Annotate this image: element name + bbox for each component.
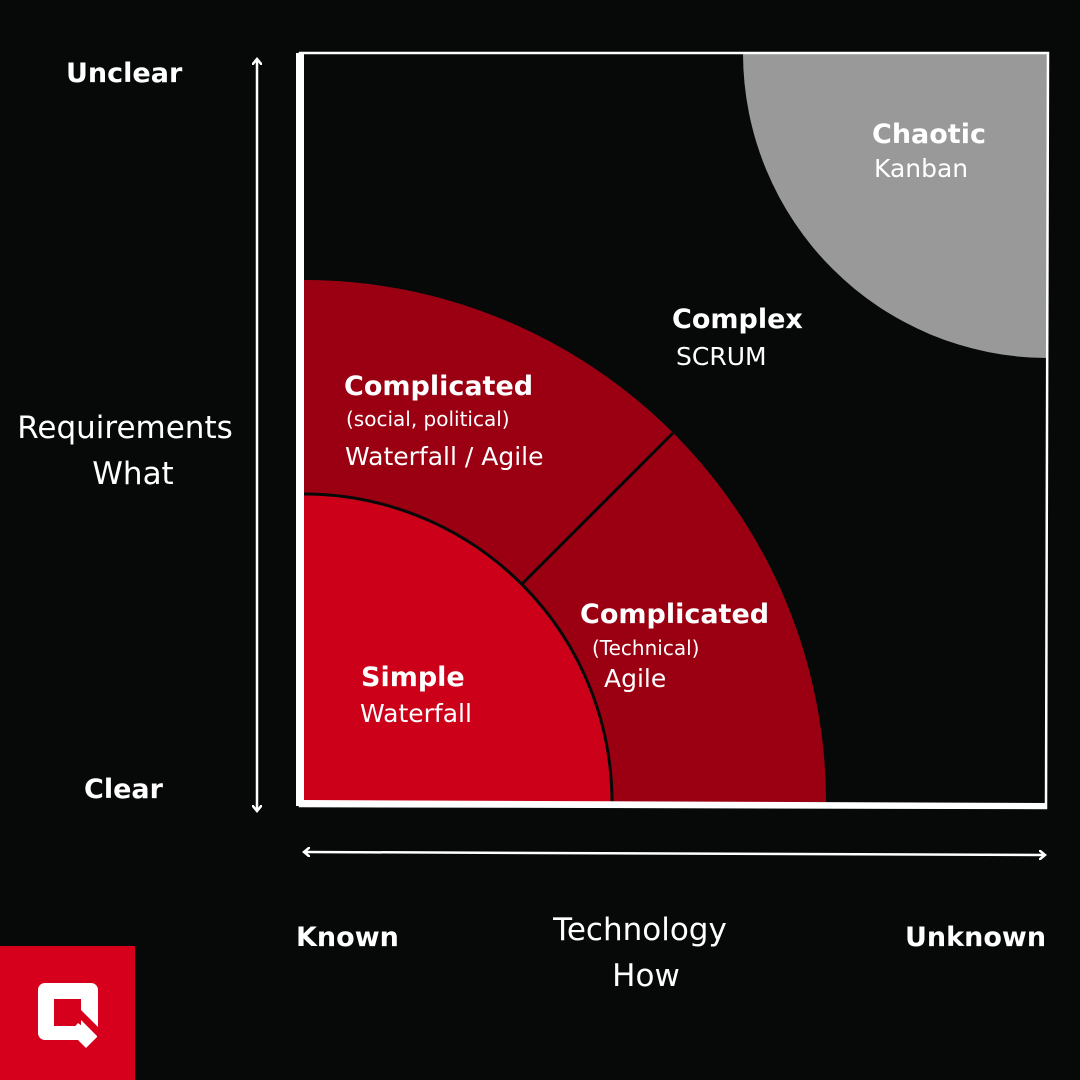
y-axis-title-line1: Requirements	[17, 410, 233, 446]
chaotic-title: Chaotic	[872, 119, 986, 150]
y-axis-top-label: Unclear	[66, 58, 183, 89]
x-axis-left-label: Known	[296, 922, 399, 953]
simple-title: Simple	[361, 662, 465, 693]
complicated-technical-note: (Technical)	[592, 636, 700, 660]
chaotic-method: Kanban	[874, 154, 969, 183]
complex-title: Complex	[672, 304, 803, 335]
frame-bottom-edge	[299, 800, 1047, 809]
x-axis-title-line1: Technology	[553, 912, 727, 948]
complicated-social-note: (social, political)	[346, 407, 510, 431]
x-axis-arrow	[305, 852, 1044, 855]
y-axis-title-line2: What	[92, 456, 174, 492]
brand-logo	[0, 946, 135, 1080]
complex-method: SCRUM	[676, 342, 767, 371]
complicated-technical-method: Agile	[604, 664, 667, 693]
complicated-divider	[520, 431, 675, 586]
y-axis-bottom-label: Clear	[84, 774, 163, 805]
x-axis-right-label: Unknown	[905, 922, 1047, 953]
x-axis-title-line2: How	[612, 958, 680, 994]
simple-zone-border	[303, 492, 614, 803]
complicated-social-method: Waterfall / Agile	[345, 442, 544, 471]
complicated-technical-title: Complicated	[580, 599, 770, 630]
chaotic-zone	[743, 54, 1047, 358]
q-logo-icon	[38, 983, 98, 1048]
simple-method: Waterfall	[360, 699, 472, 728]
simple-zone	[304, 494, 612, 802]
complicated-social-title: Complicated	[344, 371, 534, 402]
